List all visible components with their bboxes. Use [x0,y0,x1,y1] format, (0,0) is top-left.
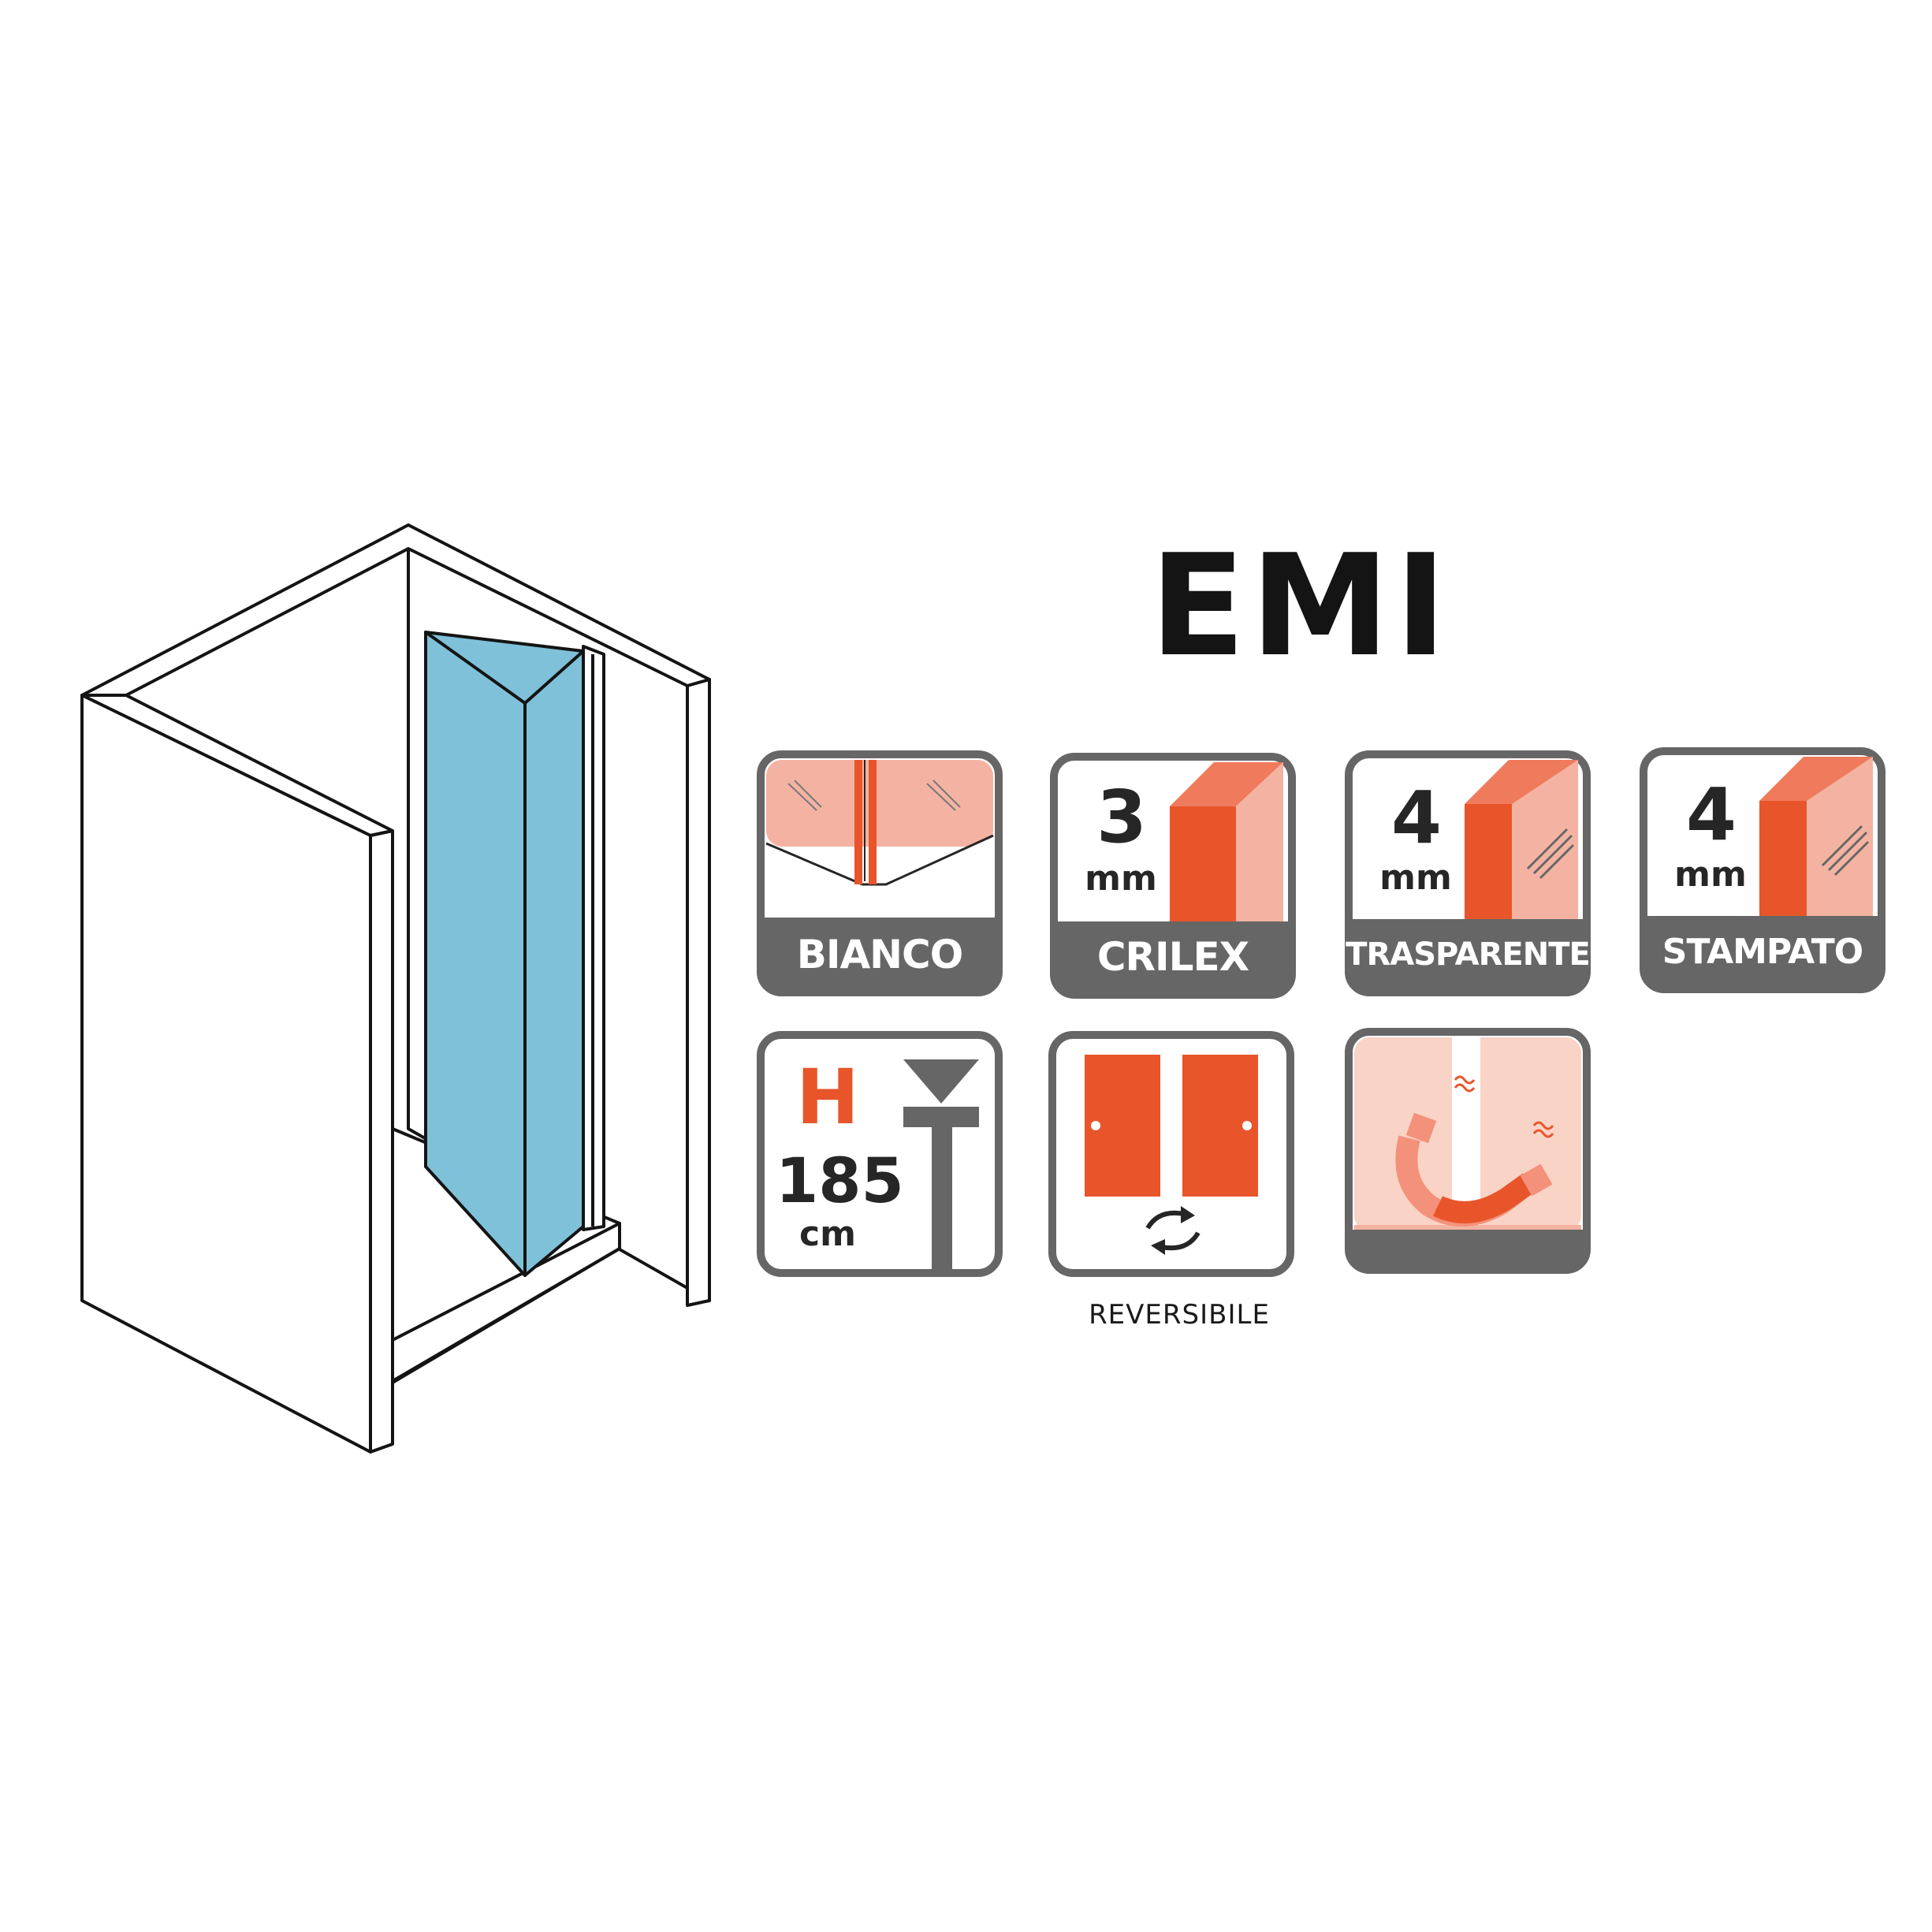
badge-stampato-label: STAMPATO [1662,931,1863,972]
badge-trasparente-unit: mm [1379,858,1452,898]
badge-trasparente-thickness: 4 [1390,776,1442,860]
reversible-caption: REVERSIBILE [1089,1299,1270,1331]
profile-color-icon [757,750,1003,996]
badge-bianco-label: BIANCO [796,932,963,977]
badge-crilex: 3 mm CRILEX [1050,753,1296,999]
badge-stampato-unit: mm [1674,854,1747,895]
badge-stampato-thickness: 4 [1685,772,1737,857]
badge-crilex-label: CRILEX [1096,934,1249,980]
panel-thickness-icon [1050,753,1296,999]
badge-trasparente: 4 mm TRASPARENTE [1345,750,1591,996]
badge-stampato: 4 mm STAMPATO [1640,747,1885,993]
badge-trasparente-label: TRASPARENTE [1346,936,1591,973]
badge-height-unit: cm [799,1214,856,1254]
reversible-doors-icon [1048,1031,1294,1277]
glass-thickness-icon [1345,750,1591,996]
printed-glass-icon [1640,747,1885,993]
badge-crilex-thickness: 3 [1096,775,1147,859]
badge-magnetic [1345,1028,1591,1274]
badge-height-letter: H [795,1053,860,1141]
badge-bianco: BIANCO [757,750,1003,996]
badge-height: H 185 cm [757,1031,1003,1277]
badge-crilex-unit: mm [1085,858,1157,899]
product-title: EMI [1149,524,1452,687]
magnetic-closure-icon [1345,1028,1591,1274]
height-icon [757,1031,1003,1277]
badge-reversible [1048,1031,1294,1277]
badge-height-value: 185 [776,1146,904,1217]
